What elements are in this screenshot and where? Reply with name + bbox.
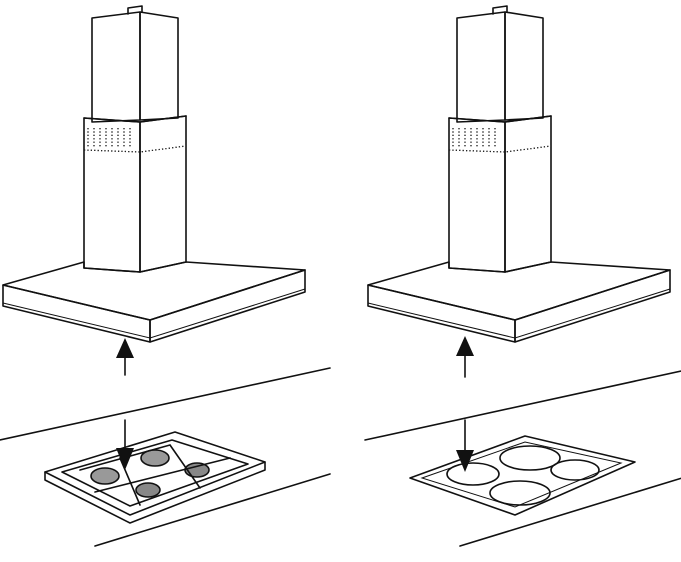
chimney-hood (0, 5, 331, 547)
electric-hob (409, 435, 636, 516)
arrow-down-icon (456, 419, 474, 472)
arrow-up-icon (456, 336, 474, 378)
gas-hob (44, 431, 266, 524)
arrow-up-icon (116, 338, 134, 376)
chimney-hood (364, 5, 681, 547)
hood-panel-gas (0, 5, 331, 547)
arrow-down-icon (116, 419, 134, 470)
hood-panel-electric (364, 5, 681, 547)
